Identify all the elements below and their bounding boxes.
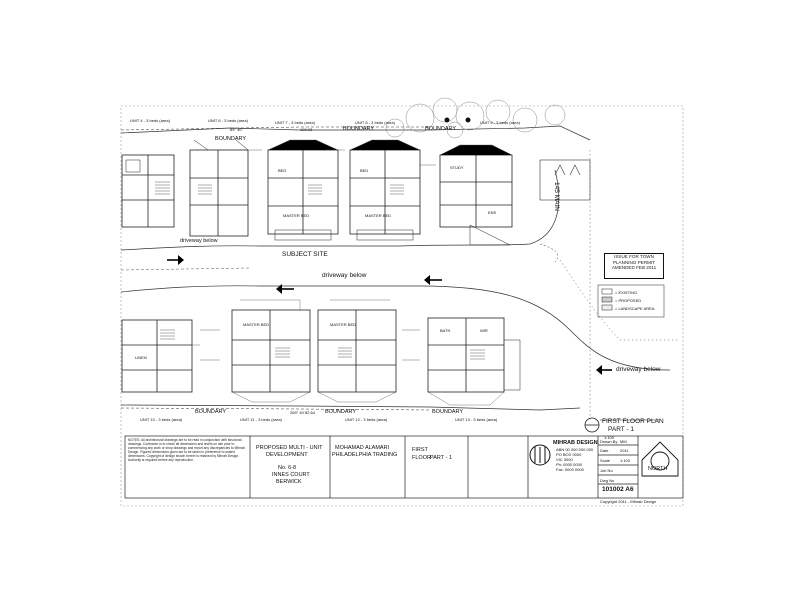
- boundary-label-1: BOUNDARY: [215, 136, 247, 142]
- unit-tag: UNIT 10 - 3 beds (area): [140, 417, 183, 422]
- unit-tag: UNIT 8 - 3 beds (area): [355, 120, 395, 125]
- client-line-1: MOHAMAD ALAMARI: [335, 445, 390, 451]
- tree-trunks: [444, 117, 471, 123]
- bearing-label-1: 89° 40': [230, 127, 243, 132]
- dimension-ticks: [192, 149, 436, 361]
- bearing-label-4: 82.64: [305, 410, 316, 415]
- project-line-2: DEVELOPMENT: [266, 452, 308, 458]
- info-row-label: Job No: [600, 468, 613, 473]
- plan-scale: 1:100: [604, 435, 615, 440]
- bottom-boundary: [120, 404, 581, 411]
- info-row-label: Date: [600, 448, 609, 453]
- north-arrow: [641, 441, 679, 477]
- info-row-label: Dwg No: [600, 478, 615, 483]
- address-line-1: No. 6-8: [278, 465, 297, 471]
- stamp-line-2: PLANNING PERMIT: [612, 259, 656, 265]
- room-label: ENS: [488, 210, 497, 215]
- north-label: NORTH: [648, 466, 668, 472]
- room-label: WIR: [480, 328, 488, 333]
- firm-detail: VIC 3000: [556, 457, 573, 462]
- drawing-number: 101002 A6: [602, 486, 634, 493]
- unit-tag: UNIT 6 - 3 beds (area): [208, 118, 248, 123]
- room-label: BATH: [440, 328, 451, 333]
- room-label: LINEN: [135, 355, 147, 360]
- legend-item: = EXISTING: [615, 290, 638, 295]
- south-dwellings: [121, 309, 521, 393]
- legend-item: = PROPOSED: [615, 298, 642, 303]
- drawing-line-1: FIRST: [412, 447, 428, 453]
- roof-hatching: [267, 139, 513, 156]
- firm-name: MIHRAB DESIGN: [553, 440, 598, 446]
- car-bays: [539, 159, 591, 201]
- sheet-border: [120, 105, 684, 507]
- unit-tag: UNIT 9 - 3 beds (area): [480, 120, 520, 125]
- unit-tag: UNIT 12 - 3 beds (area): [345, 417, 388, 422]
- drawing-line-3: PART - 1: [430, 455, 453, 461]
- info-row-value: 1:100: [620, 458, 631, 463]
- plan-title-marker: [584, 417, 660, 433]
- street-label: 145 MAIN: [553, 182, 560, 211]
- boundary-label-6: BOUNDARY: [432, 409, 464, 415]
- boundary-label-2: BOUNDARY: [343, 126, 375, 132]
- stamp-line-3: AMENDED FEB 2011: [611, 265, 657, 271]
- room-label: MASTER BED: [243, 322, 270, 327]
- stamp-line-1: ISSUE FOR TOWN: [614, 254, 654, 259]
- firm-detail: Fax: 0000 0000: [556, 467, 584, 472]
- top-boundary: [120, 125, 591, 141]
- firm-detail: PO BOX 0000: [556, 452, 582, 457]
- copyright: Copyright 2011 - Mihrab Design: [600, 499, 657, 504]
- bearing-label-2: 100.03: [300, 127, 313, 132]
- stairs-top: [155, 181, 404, 195]
- driveway-label-top: driveway below: [180, 238, 218, 244]
- room-label: MASTER BED: [365, 213, 392, 218]
- driveway-label: driveway below: [322, 272, 367, 279]
- room-label: MASTER BED: [283, 213, 310, 218]
- info-row-label: Scale: [600, 458, 611, 463]
- unit-tag: UNIT 13 - 3 beds (area): [455, 417, 498, 422]
- room-label: STUDY: [450, 165, 464, 170]
- bearing-label-3: 269° 40': [290, 410, 305, 415]
- planning-permit-stamp: ISSUE FOR TOWN PLANNING PERMIT AMENDED F…: [604, 253, 664, 279]
- address-line-2: INNES COURT: [272, 472, 310, 478]
- firm-logo: [529, 444, 551, 466]
- room-label: BED: [360, 168, 369, 173]
- address-line-3: BERWICK: [276, 479, 302, 485]
- driveway-label-right: driveway below: [616, 366, 661, 373]
- stairs-bottom: [160, 329, 485, 360]
- legend-box: [597, 284, 665, 318]
- info-row-value: 2011: [620, 448, 629, 453]
- unit-tag: UNIT 4 - 3 beds (area): [130, 118, 170, 123]
- unit-tag: UNIT 7 - 3 beds (area): [275, 120, 315, 125]
- boundary-label-4: BOUNDARY: [195, 409, 227, 415]
- firm-detail: Ph: 0000 0000: [556, 462, 583, 467]
- driveway: [120, 169, 671, 371]
- general-notes: NOTES: All architectural drawings are to…: [128, 438, 245, 462]
- client-line-2: PHILADELPHIA TRADING: [332, 452, 398, 458]
- plan-subtitle: PART - 1: [608, 426, 635, 433]
- unit-tag: UNIT 11 - 3 beds (area): [240, 417, 282, 422]
- room-label: BED: [278, 168, 287, 173]
- info-row-value: MM: [620, 439, 627, 444]
- boundary-label-3: BOUNDARY: [425, 126, 457, 132]
- driveway-arrows: [167, 255, 612, 375]
- room-label: MASTER BED: [330, 322, 357, 327]
- info-row-label: Drawn By: [600, 439, 618, 444]
- boundary-label-5: BOUNDARY: [325, 409, 357, 415]
- plan-title: FIRST FLOOR PLAN: [602, 418, 664, 425]
- subject-site-label: SUBJECT SITE: [282, 251, 328, 258]
- dashed-lines: [120, 267, 251, 271]
- drawing-line-2: FLOOR: [412, 455, 431, 461]
- title-block: [124, 435, 684, 499]
- existing-trees: [385, 97, 566, 139]
- project-line-1: PROPOSED MULTI - UNIT: [256, 445, 323, 451]
- legend-item: = LANDSCAPE AREA: [615, 306, 655, 311]
- south-roof-hatching: [231, 299, 505, 406]
- firm-detail: ABN 00 000 000 000: [556, 447, 594, 452]
